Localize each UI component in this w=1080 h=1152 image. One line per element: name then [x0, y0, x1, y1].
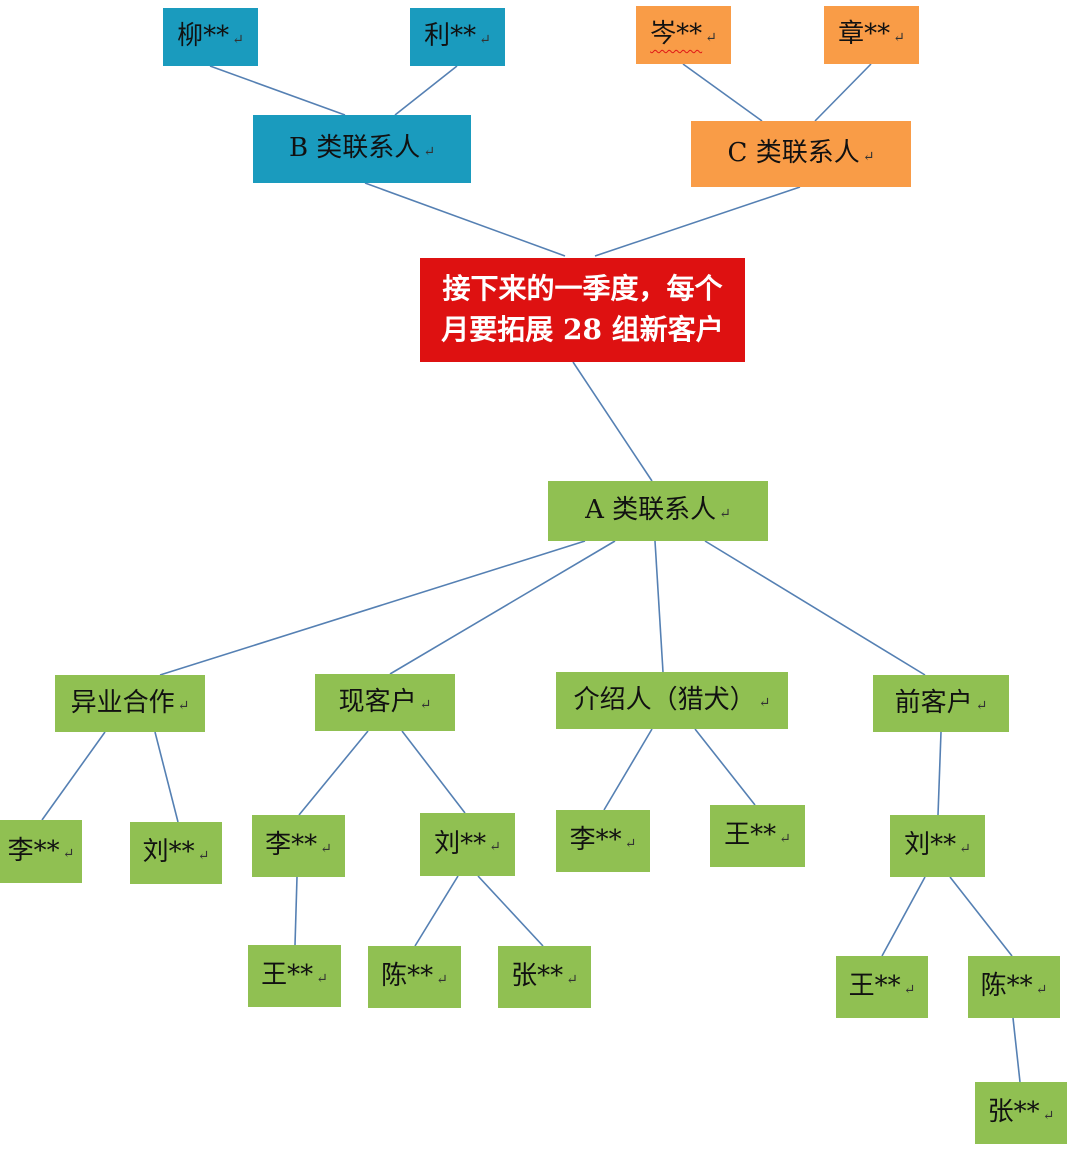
paragraph-mark-icon: ↵ [975, 698, 988, 715]
node-label: 王** [848, 971, 901, 1002]
node-label: 岑** [650, 19, 703, 50]
node-person-liu-1: 刘**↵ [130, 822, 222, 884]
node-label: 刘** [904, 830, 957, 861]
node-person-li-1: 李**↵ [0, 820, 82, 883]
paragraph-mark-icon: ↵ [197, 847, 210, 864]
goal-line-1: 接下来的一季度，每个 [442, 272, 723, 306]
node-person-wang-2: 王**↵ [248, 945, 341, 1007]
node-label: 王** [724, 820, 777, 851]
node-person-li-3: 李**↵ [556, 810, 650, 872]
node-label: 异业合作 [70, 687, 175, 718]
node-person-wang-3: 王**↵ [836, 956, 928, 1018]
node-label: B 类联系人 [288, 133, 421, 164]
paragraph-mark-icon: ↵ [1042, 1107, 1055, 1124]
paragraph-mark-icon: ↵ [316, 970, 328, 987]
paragraph-mark-icon: ↵ [779, 830, 791, 847]
node-label: 介绍人（猎犬） [573, 684, 756, 715]
paragraph-mark-icon: ↵ [436, 971, 448, 988]
node-label: 刘** [142, 837, 195, 868]
node-label: 李** [265, 830, 318, 861]
paragraph-mark-icon: ↵ [232, 31, 244, 48]
node-person-zhang-1: 张**↵ [498, 946, 591, 1008]
node-quarterly-goal: 接下来的一季度，每个 月要拓展 28 组新客户 [420, 258, 745, 362]
paragraph-mark-icon: ↵ [862, 148, 875, 165]
node-contact-cen-top: 岑**↵ [636, 6, 731, 64]
node-category-referrers: 介绍人（猎犬）↵ [556, 672, 788, 729]
node-label: 张** [511, 961, 564, 992]
node-person-zhang-2: 张**↵ [975, 1082, 1067, 1144]
node-contact-liu-top: 柳**↵ [163, 8, 258, 66]
paragraph-mark-icon: ↵ [624, 835, 637, 852]
node-category-cross-industry: 异业合作↵ [55, 675, 205, 732]
node-contact-li-top: 利**↵ [410, 8, 505, 66]
node-label: 陈** [980, 971, 1033, 1002]
node-person-liu-2: 刘**↵ [420, 813, 515, 876]
node-contact-zhang-top: 章**↵ [824, 6, 919, 64]
paragraph-mark-icon: ↵ [566, 971, 578, 988]
node-person-li-2: 李**↵ [252, 815, 345, 877]
node-person-chen-1: 陈**↵ [368, 946, 461, 1008]
paragraph-mark-icon: ↵ [423, 143, 436, 160]
node-category-former-customers: 前客户↵ [873, 675, 1009, 732]
paragraph-mark-icon: ↵ [320, 840, 332, 857]
node-person-chen-2: 陈**↵ [968, 956, 1060, 1018]
node-label: A 类联系人 [585, 495, 717, 526]
node-a-class-contacts: A 类联系人↵ [548, 481, 768, 541]
node-label: 王** [261, 960, 314, 991]
paragraph-mark-icon: ↵ [893, 29, 905, 46]
node-label: 柳** [177, 21, 230, 52]
paragraph-mark-icon: ↵ [903, 981, 916, 998]
node-person-liu-3: 刘**↵ [890, 815, 985, 877]
node-label: 利** [424, 21, 477, 52]
paragraph-mark-icon: ↵ [719, 505, 731, 522]
node-label: 前客户 [894, 687, 973, 718]
node-label: 现客户 [338, 686, 417, 717]
node-label: 陈** [381, 961, 434, 992]
node-label: 李** [7, 835, 60, 866]
paragraph-mark-icon: ↵ [489, 839, 501, 856]
goal-line-2: 月要拓展 28 组新客户 [441, 313, 724, 346]
paragraph-mark-icon: ↵ [758, 695, 771, 712]
paragraph-mark-icon: ↵ [177, 698, 190, 715]
node-category-current-customers: 现客户↵ [315, 674, 455, 731]
paragraph-mark-icon: ↵ [62, 846, 75, 863]
node-label: 张** [987, 1097, 1040, 1128]
node-person-wang-1: 王**↵ [710, 805, 805, 867]
node-label: 李** [569, 825, 622, 856]
node-label: C 类联系人 [727, 138, 860, 169]
paragraph-mark-icon: ↵ [479, 31, 491, 48]
paragraph-mark-icon: ↵ [1035, 981, 1048, 998]
node-label: 章** [838, 19, 891, 50]
paragraph-mark-icon: ↵ [419, 697, 432, 714]
node-c-class-contacts: C 类联系人↵ [691, 121, 911, 187]
node-b-class-contacts: B 类联系人↵ [253, 115, 471, 183]
paragraph-mark-icon: ↵ [959, 840, 971, 857]
paragraph-mark-icon: ↵ [705, 29, 717, 46]
node-label: 刘** [434, 828, 487, 859]
